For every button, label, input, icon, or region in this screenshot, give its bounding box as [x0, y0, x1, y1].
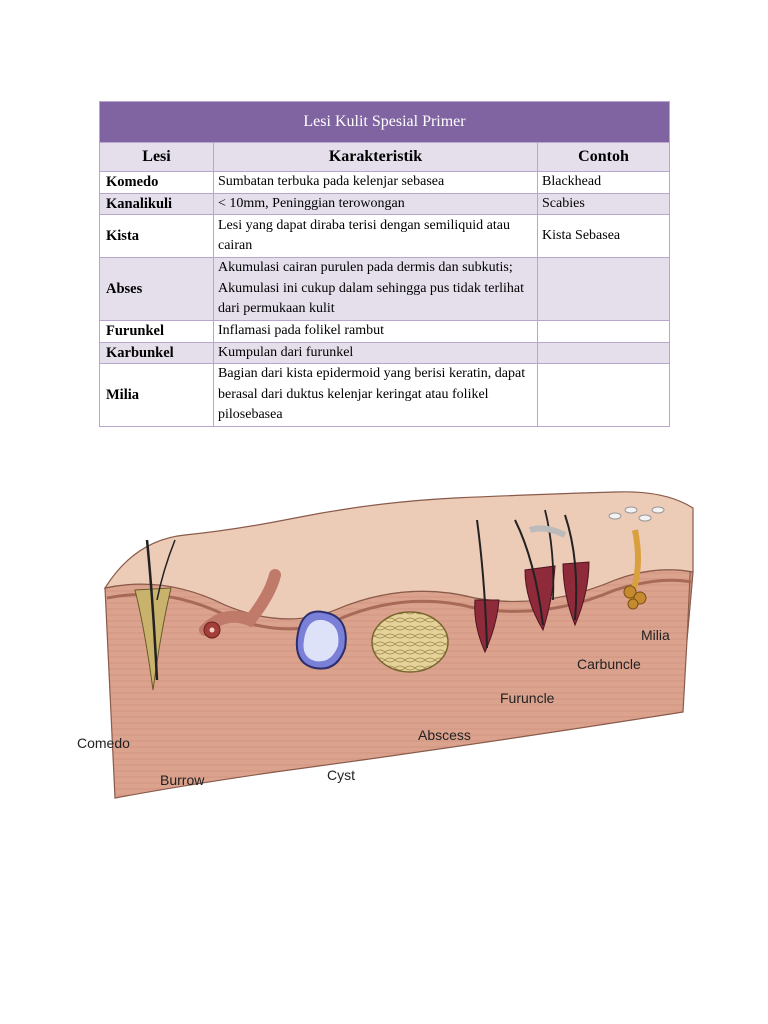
label-abscess: Abscess [418, 727, 471, 743]
milia-lesion [608, 506, 665, 610]
cell-lesi: Milia [99, 363, 214, 427]
cell-contoh: Scabies [536, 192, 671, 215]
label-milia: Milia [641, 627, 670, 643]
label-carbuncle: Carbuncle [577, 656, 641, 672]
table-row: Abses Akumulasi cairan purulen pada derm… [99, 257, 671, 321]
header-lesi: Lesi [99, 142, 214, 172]
cell-contoh [536, 320, 671, 343]
table-header-row: Lesi Karakteristik Contoh [99, 142, 671, 172]
carbuncle-lesion [514, 509, 590, 632]
furuncle-lesion [474, 519, 500, 654]
cell-lesi: Komedo [99, 171, 214, 194]
table-title: Lesi Kulit Spesial Primer [98, 101, 671, 143]
label-furuncle: Furuncle [500, 690, 555, 706]
burrow-lesion [199, 569, 281, 639]
cell-lesi: Furunkel [99, 320, 214, 343]
epidermis-line [106, 578, 692, 631]
label-cyst: Cyst [327, 767, 355, 783]
cell-contoh: Blackhead [536, 171, 671, 194]
cell-contoh [536, 257, 671, 321]
cell-contoh [536, 363, 671, 427]
comedo-lesion [134, 539, 176, 691]
cell-lesi: Kanalikuli [99, 192, 214, 215]
cell-karakteristik: Lesi yang dapat diraba terisi dengan sem… [213, 214, 538, 258]
cell-lesi: Karbunkel [99, 341, 214, 364]
cell-karakteristik: Kumpulan dari furunkel [213, 341, 538, 364]
cell-contoh: Kista Sebasea [536, 214, 671, 258]
lesion-table: Lesi Kulit Spesial Primer Lesi Karakteri… [98, 101, 671, 427]
label-burrow: Burrow [160, 772, 205, 788]
cell-karakteristik: Inflamasi pada folikel rambut [213, 320, 538, 343]
table-row: Komedo Sumbatan terbuka pada kelenjar se… [99, 171, 671, 194]
table-row: Kanalikuli < 10mm, Peninggian terowongan… [99, 192, 671, 215]
cyst-lesion [295, 610, 347, 670]
abscess-lesion [371, 611, 449, 673]
lesion-table-container: Lesi Kulit Spesial Primer Lesi Karakteri… [98, 101, 671, 427]
cell-karakteristik: Akumulasi cairan purulen pada dermis dan… [213, 257, 538, 321]
cell-contoh [536, 341, 671, 364]
cell-lesi: Abses [99, 257, 214, 321]
cell-karakteristik: Bagian dari kista epidermoid yang berisi… [213, 363, 538, 427]
header-contoh: Contoh [536, 142, 671, 172]
table-title-row: Lesi Kulit Spesial Primer [98, 101, 671, 143]
header-karakteristik: Karakteristik [213, 142, 538, 172]
skin-lesion-illustration: Comedo Burrow Cyst Abscess Furuncle Carb… [77, 491, 694, 799]
cell-karakteristik: < 10mm, Peninggian terowongan [213, 192, 538, 215]
cell-karakteristik: Sumbatan terbuka pada kelenjar sebasea [213, 171, 538, 194]
table-row: Furunkel Inflamasi pada folikel rambut [99, 320, 671, 343]
label-comedo: Comedo [77, 735, 130, 751]
cell-lesi: Kista [99, 214, 214, 258]
table-row: Karbunkel Kumpulan dari furunkel [99, 341, 671, 364]
table-row: Milia Bagian dari kista epidermoid yang … [99, 363, 671, 427]
table-row: Kista Lesi yang dapat diraba terisi deng… [99, 214, 671, 258]
